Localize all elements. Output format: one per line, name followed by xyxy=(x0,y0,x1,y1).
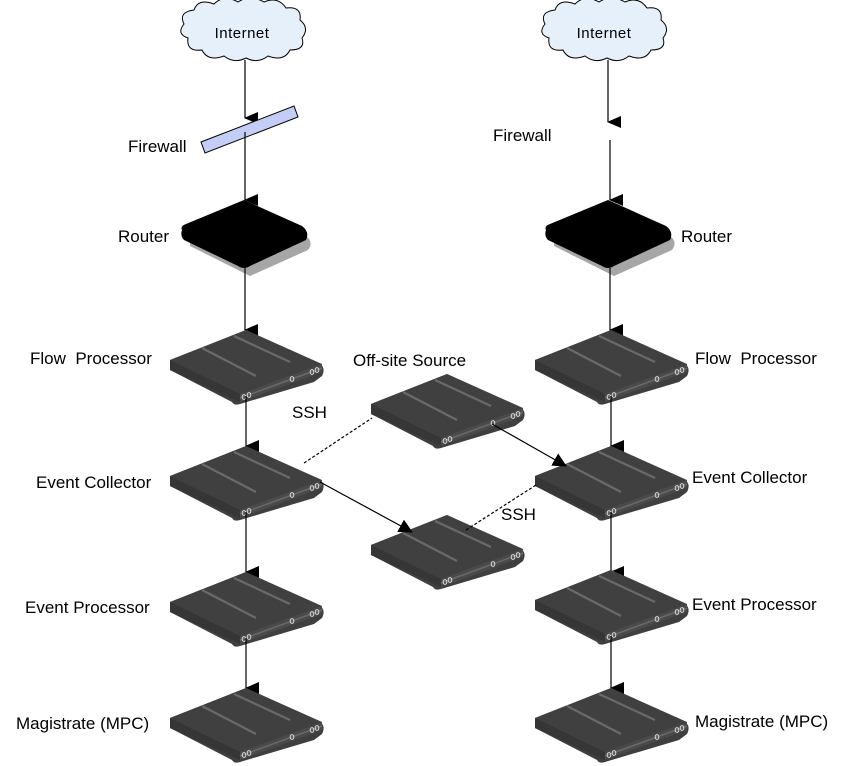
right-router: Router xyxy=(545,200,732,276)
right-internet-label: Internet xyxy=(577,25,632,42)
offsite-source-label: Off-site Source xyxy=(353,351,466,370)
server-icon xyxy=(168,328,325,406)
server-icon xyxy=(533,568,690,646)
server-icon xyxy=(369,372,526,450)
left-event-processor: Event Processor xyxy=(25,570,325,648)
right-router-label: Router xyxy=(681,227,732,246)
server-icon xyxy=(168,686,325,764)
server-icon xyxy=(168,444,325,522)
ssh-label-top: SSH xyxy=(292,403,327,422)
right-flow-processor-label: Flow Processor xyxy=(695,349,817,368)
edge-left-collector-middle xyxy=(319,481,413,533)
left-flow-processor: Flow Processor xyxy=(30,328,325,406)
offsite-source: Off-site Source xyxy=(353,351,526,450)
left-internet-cloud: Internet xyxy=(180,0,307,62)
right-internet-cloud: Internet xyxy=(541,0,668,62)
ssh-label-bottom: SSH xyxy=(501,505,536,524)
left-firewall: Firewall xyxy=(128,105,299,156)
router-icon xyxy=(181,200,311,276)
server-icon xyxy=(533,686,690,764)
left-event-collector: Event Collector xyxy=(36,444,325,522)
right-magistrate: Magistrate (MPC) xyxy=(533,686,828,764)
left-internet-label: Internet xyxy=(215,25,270,42)
server-icon xyxy=(533,328,690,406)
left-magistrate-label: Magistrate (MPC) xyxy=(16,714,149,733)
right-event-processor: Event Processor xyxy=(533,568,817,646)
edge-offsite-right-collector xyxy=(491,423,567,467)
server-icon xyxy=(533,444,690,522)
left-magistrate: Magistrate (MPC) xyxy=(16,686,325,764)
firewall-icon xyxy=(200,105,299,154)
server-icon xyxy=(168,570,325,648)
edge-ssh-right-middle xyxy=(465,484,537,531)
right-magistrate-label: Magistrate (MPC) xyxy=(695,712,828,731)
middle-server xyxy=(369,513,526,591)
left-event-processor-label: Event Processor xyxy=(25,598,150,617)
right-event-collector: Event Collector xyxy=(533,444,808,522)
router-icon xyxy=(545,200,675,276)
left-event-collector-label: Event Collector xyxy=(36,473,152,492)
left-router-label: Router xyxy=(118,227,169,246)
left-router: Router xyxy=(118,200,311,276)
right-event-processor-label: Event Processor xyxy=(692,595,817,614)
right-flow-processor: Flow Processor xyxy=(533,328,817,406)
left-flow-processor-label: Flow Processor xyxy=(30,349,152,368)
right-event-collector-label: Event Collector xyxy=(692,468,808,487)
left-firewall-label: Firewall xyxy=(128,137,187,156)
right-firewall-label: Firewall xyxy=(493,126,552,145)
edge-ssh-left-offsite xyxy=(303,417,373,464)
server-icon xyxy=(369,513,526,591)
